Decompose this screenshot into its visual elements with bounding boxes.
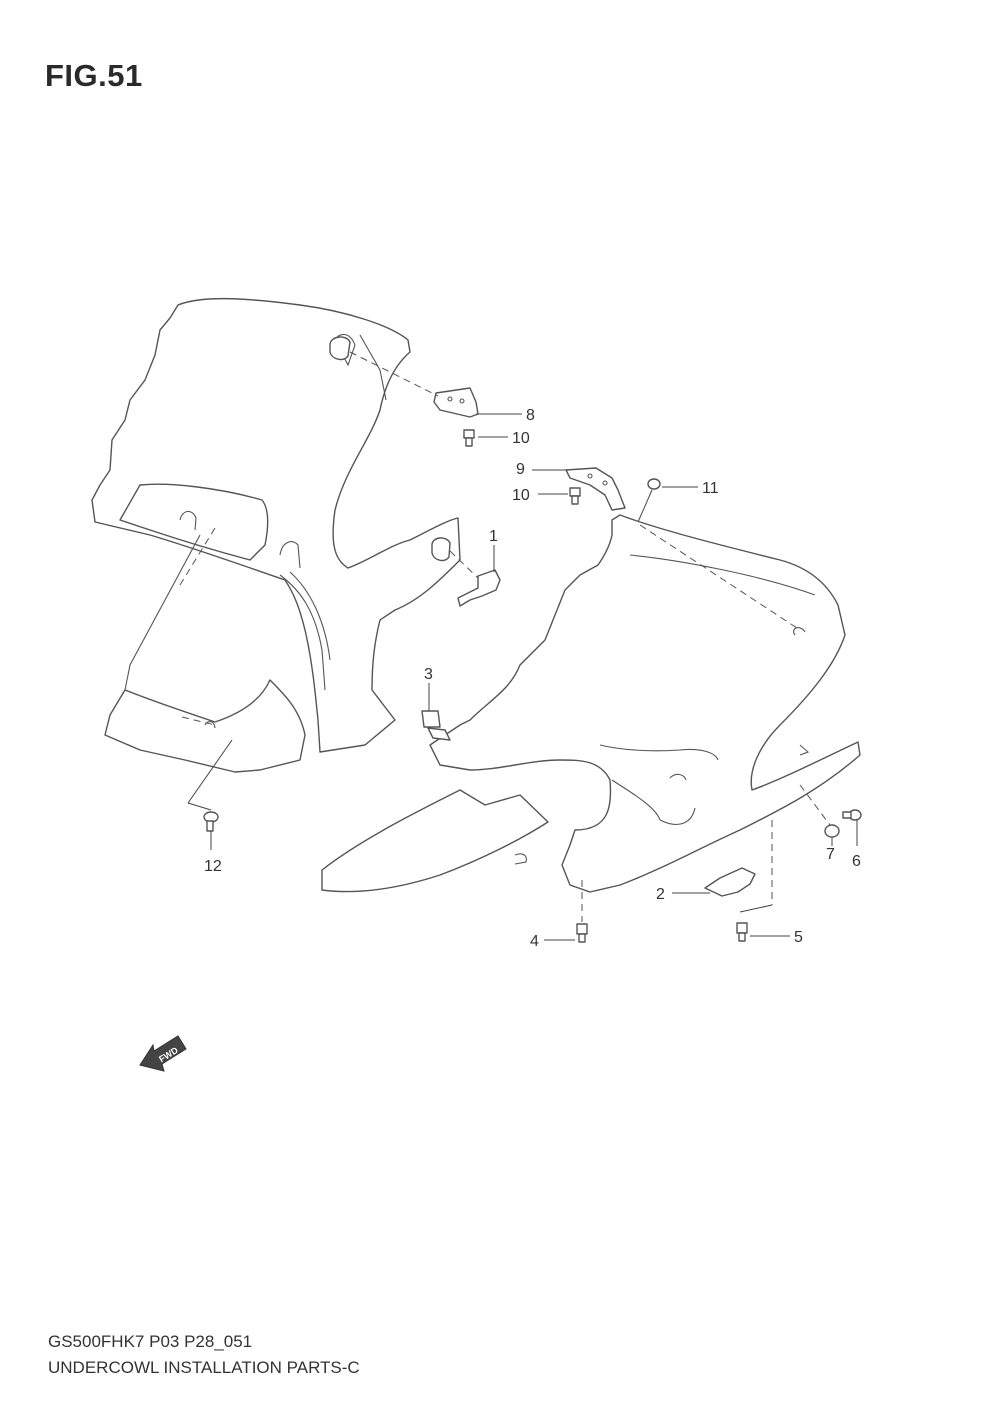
left-undercowl xyxy=(91,297,461,773)
bracket-1 xyxy=(457,569,501,607)
bracket-9 xyxy=(565,467,626,511)
bolt-10-lower xyxy=(569,487,581,505)
bolt-5 xyxy=(736,922,748,942)
callout-4: 4 xyxy=(530,933,539,950)
callout-11: 11 xyxy=(702,480,719,497)
callout-5: 5 xyxy=(794,929,803,946)
grommets xyxy=(329,336,451,562)
bracket-8 xyxy=(433,387,479,418)
bracket-2 xyxy=(704,867,756,897)
fwd-arrow-icon: FWD xyxy=(139,1035,187,1072)
callout-9: 9 xyxy=(516,461,525,478)
callout-10-lower: 10 xyxy=(512,487,530,504)
callout-8: 8 xyxy=(526,407,535,424)
callout-3: 3 xyxy=(424,666,433,683)
bracket-3 xyxy=(421,710,451,741)
diagram-title: UNDERCOWL INSTALLATION PARTS-C xyxy=(48,1358,360,1377)
nut-7 xyxy=(824,824,840,838)
bolt-4 xyxy=(576,923,588,943)
bolt-10-upper xyxy=(463,429,475,447)
screw-6 xyxy=(842,809,862,821)
callout-7: 7 xyxy=(826,846,835,863)
right-undercowl xyxy=(321,514,861,893)
figure-label: FIG.51 xyxy=(45,58,143,93)
screw-11 xyxy=(637,478,661,523)
model-code: GS500FHK7 P03 P28_051 xyxy=(48,1332,253,1351)
rivet-12 xyxy=(203,811,219,832)
callout-1: 1 xyxy=(489,528,498,545)
callout-12: 12 xyxy=(204,858,222,875)
callout-10-upper: 10 xyxy=(512,430,530,447)
callout-6: 6 xyxy=(852,853,861,870)
callout-2: 2 xyxy=(656,886,665,903)
